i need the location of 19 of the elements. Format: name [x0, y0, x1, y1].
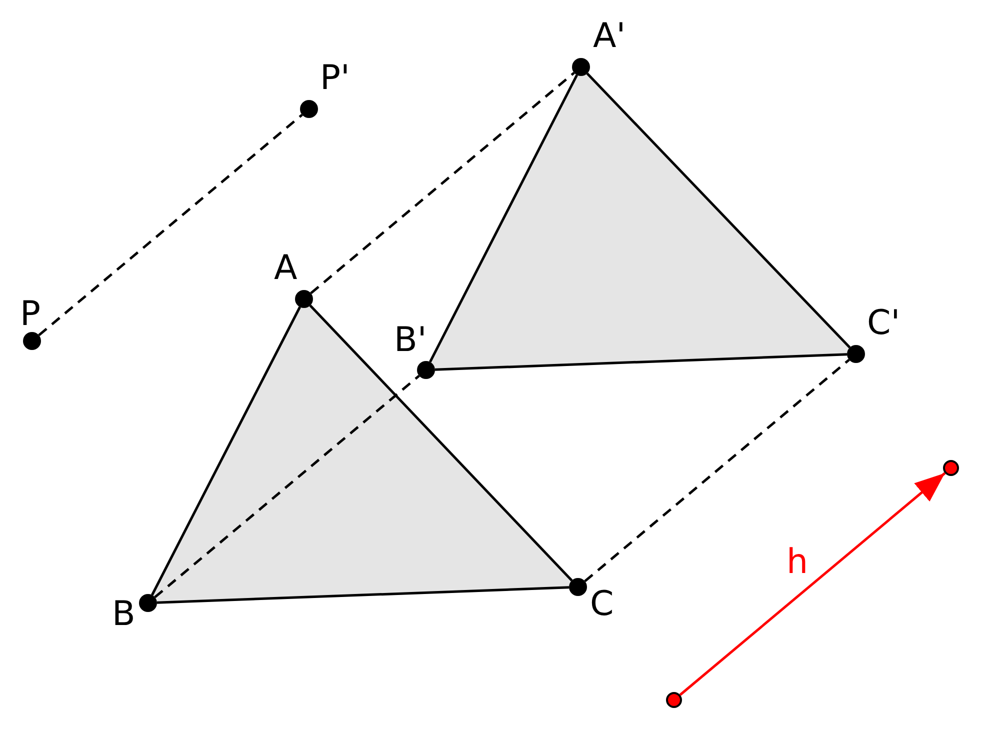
line-segment	[434, 353, 848, 371]
point-label: B	[112, 596, 136, 632]
line-segment	[428, 74, 578, 363]
line-segment	[309, 304, 573, 582]
point-label: C	[590, 586, 614, 622]
point-label: P	[20, 296, 41, 332]
dashed-line	[38, 114, 303, 336]
line-segment	[586, 72, 851, 348]
dashed-line	[310, 72, 575, 294]
point-label: B'	[394, 322, 427, 358]
line-segment	[156, 586, 570, 604]
dashed-line	[154, 374, 420, 598]
point-label: A'	[593, 18, 626, 54]
line-segment	[151, 306, 301, 596]
point-label: A	[274, 250, 298, 286]
point-label: P'	[320, 60, 350, 96]
arrow	[679, 472, 946, 696]
point-label: C'	[867, 305, 900, 341]
dashed-line	[584, 358, 850, 582]
